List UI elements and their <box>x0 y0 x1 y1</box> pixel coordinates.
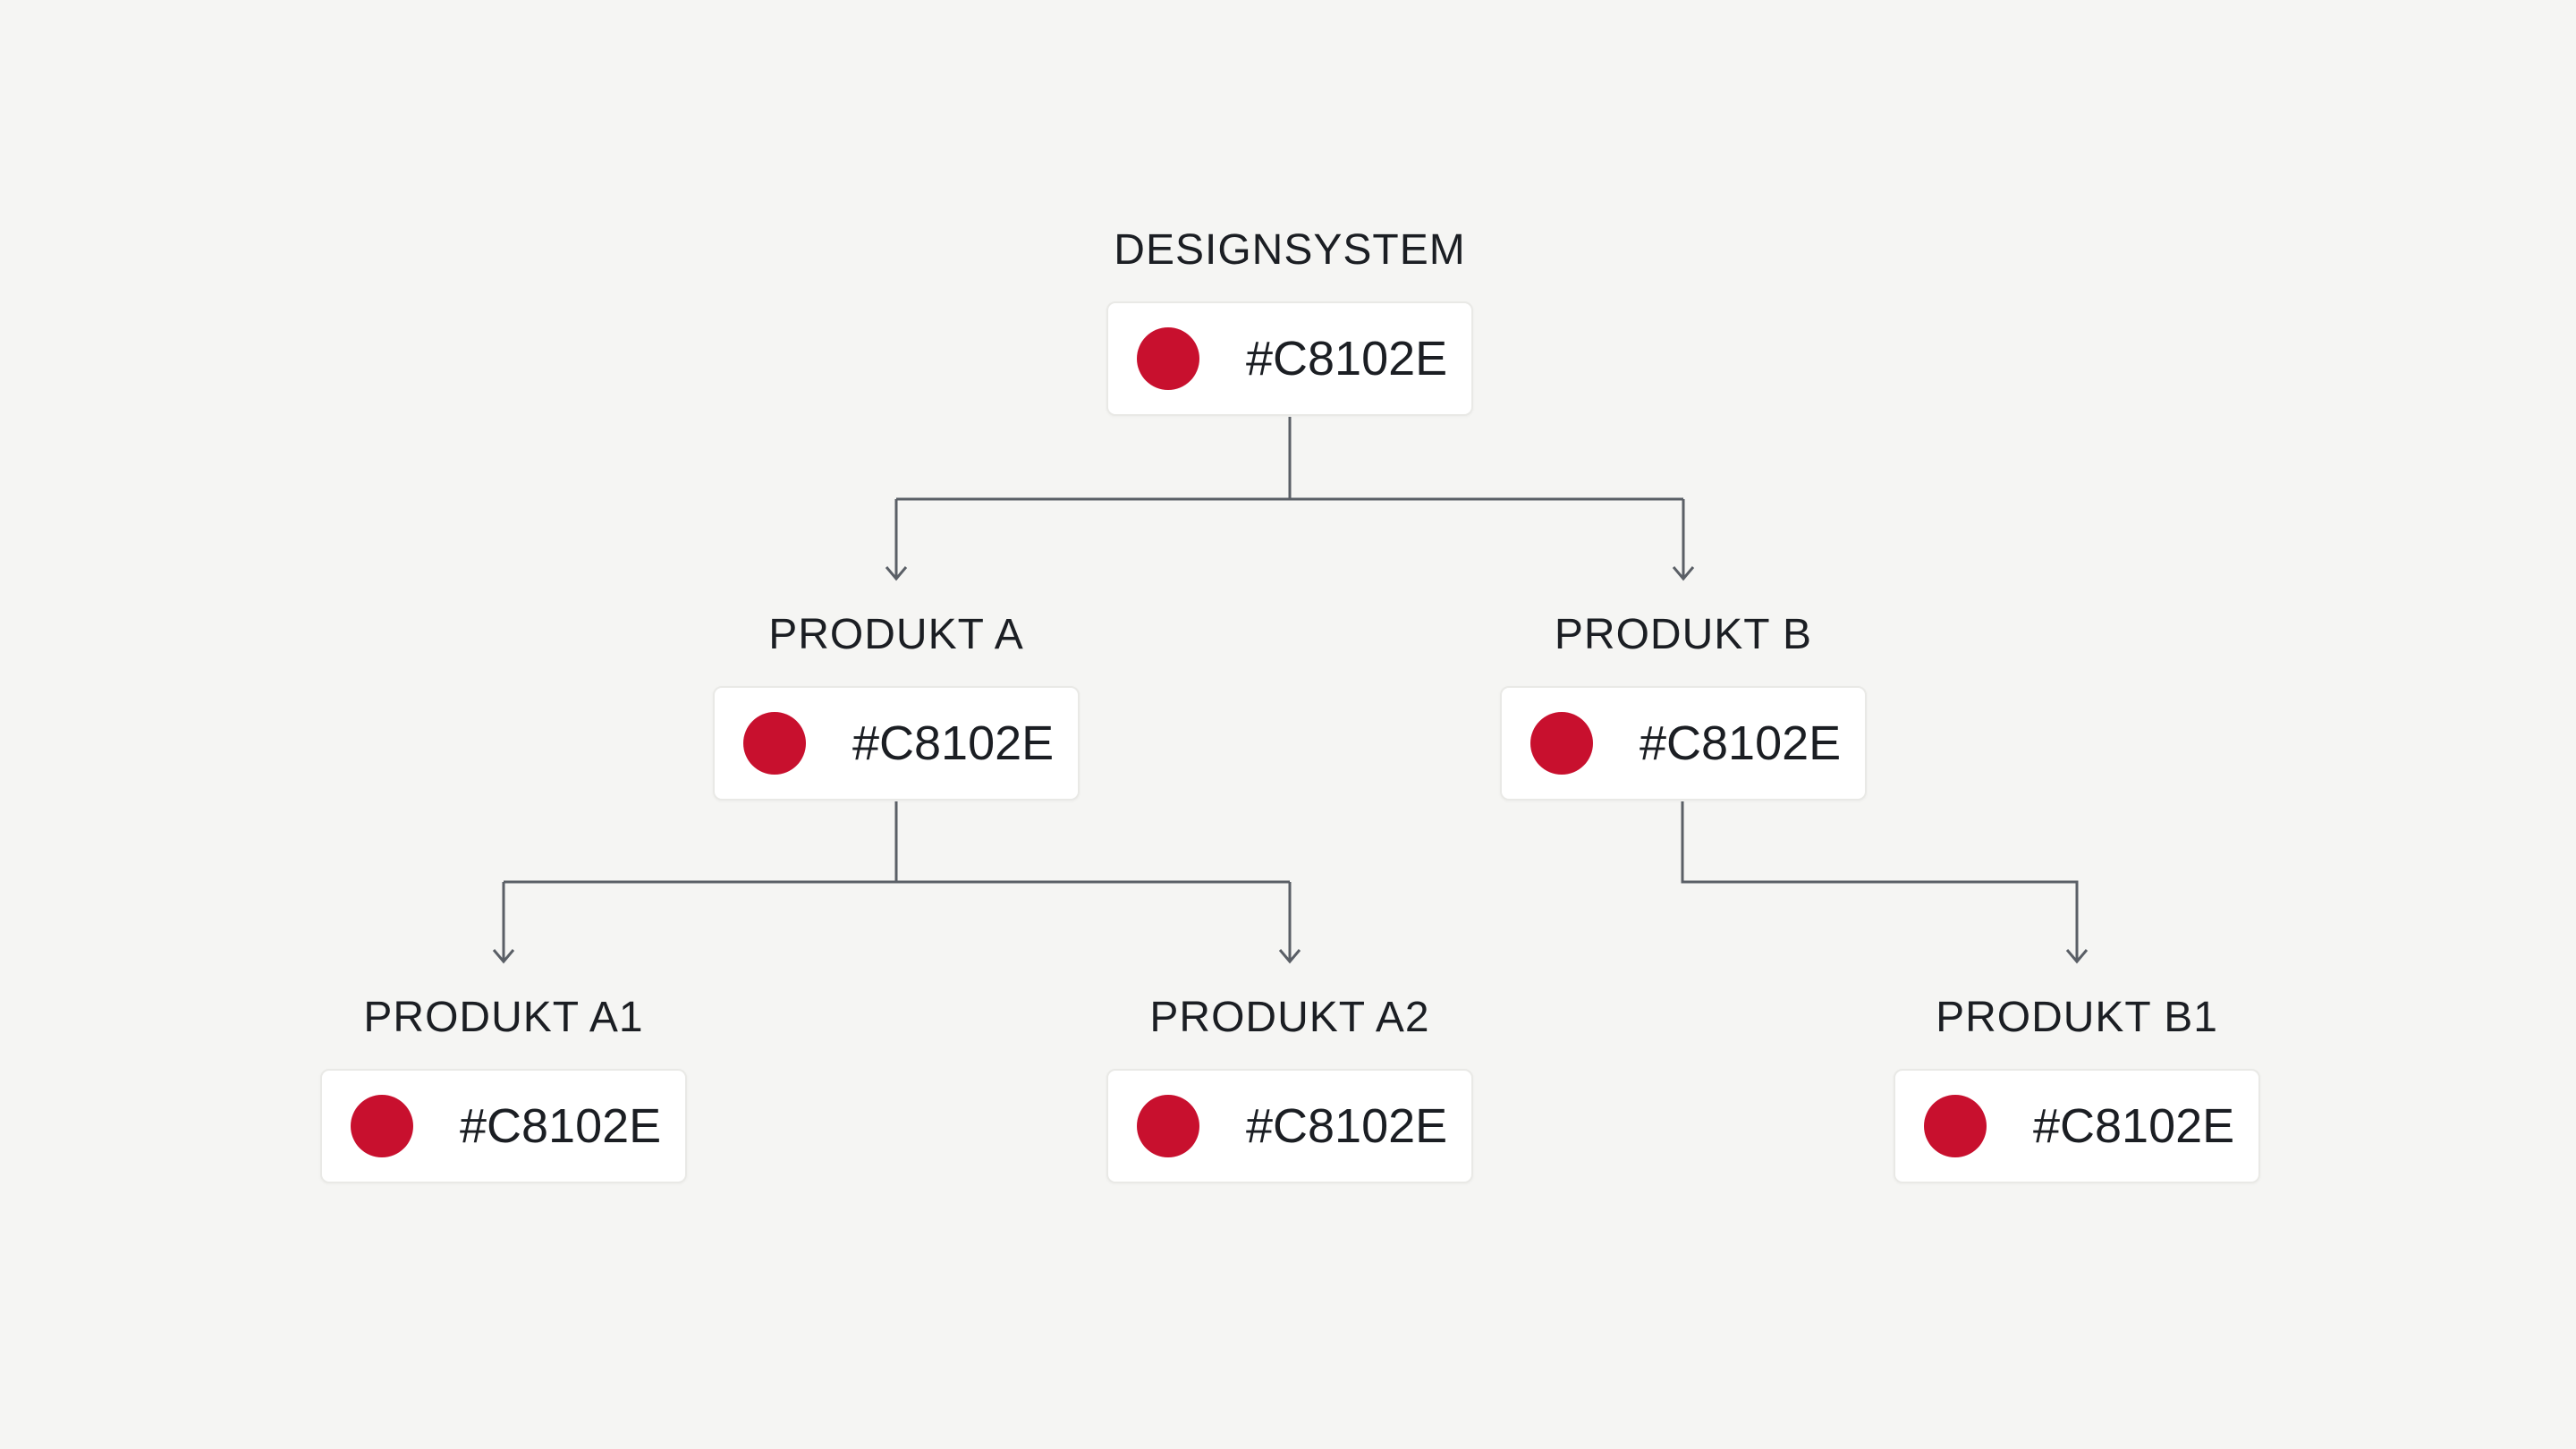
arrowhead-icon <box>2065 949 2089 964</box>
node-designsystem: DESIGNSYSTEM #C8102E <box>1106 216 1473 416</box>
color-dot-icon <box>351 1095 413 1157</box>
hex-value: #C8102E <box>1640 716 1842 770</box>
node-produkt-a2: PRODUKT A2 #C8102E <box>1106 984 1473 1183</box>
color-swatch-card: #C8102E <box>713 686 1080 801</box>
node-produkt-b: PRODUKT B #C8102E <box>1500 601 1867 801</box>
color-dot-icon <box>1137 1095 1199 1157</box>
color-dot-icon <box>1530 712 1593 775</box>
color-dot-icon <box>743 712 806 775</box>
color-swatch-card: #C8102E <box>1500 686 1867 801</box>
node-produkt-a: PRODUKT A #C8102E <box>713 601 1080 801</box>
hex-value: #C8102E <box>460 1099 662 1153</box>
node-label: PRODUKT A1 <box>363 994 644 1041</box>
arrowhead-icon <box>492 949 515 964</box>
hex-value: #C8102E <box>1246 332 1448 386</box>
color-swatch-card: #C8102E <box>1894 1069 2260 1183</box>
arrowhead-icon <box>885 566 908 581</box>
hex-value: #C8102E <box>1246 1099 1448 1153</box>
node-produkt-a1: PRODUKT A1 #C8102E <box>320 984 687 1183</box>
hex-value: #C8102E <box>852 716 1055 770</box>
color-swatch-card: #C8102E <box>1106 301 1473 416</box>
node-label: PRODUKT B1 <box>1936 994 2218 1041</box>
node-label: PRODUKT A2 <box>1149 994 1430 1041</box>
edge-to-produkt-b1 <box>1681 801 2079 961</box>
color-dot-icon <box>1924 1095 1987 1157</box>
node-label: DESIGNSYSTEM <box>1114 226 1466 274</box>
node-label: PRODUKT A <box>768 611 1024 658</box>
hex-value: #C8102E <box>2033 1099 2235 1153</box>
node-produkt-b1: PRODUKT B1 #C8102E <box>1894 984 2260 1183</box>
arrowhead-icon <box>1672 566 1695 581</box>
arrowhead-icon <box>1278 949 1301 964</box>
color-swatch-card: #C8102E <box>1106 1069 1473 1183</box>
color-dot-icon <box>1137 327 1199 390</box>
color-swatch-card: #C8102E <box>320 1069 687 1183</box>
node-label: PRODUKT B <box>1554 611 1813 658</box>
